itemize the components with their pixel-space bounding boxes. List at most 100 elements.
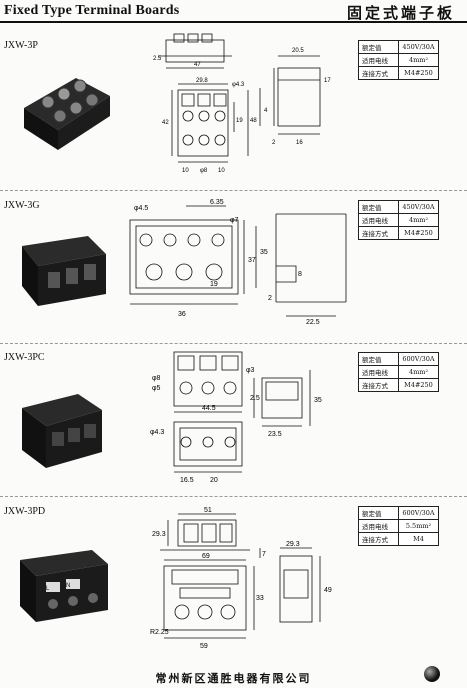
product-section-jxw-3pc: JXW-3PC φ8 φ5 φ3 44.5 2.5 35 φ — [0, 351, 467, 492]
spec-value: 5.5mm² — [398, 519, 439, 533]
dim-j: 20 — [210, 477, 218, 484]
dim-m: φ8 — [200, 168, 208, 174]
dim-f: 19 — [210, 281, 218, 288]
dim-b: 29.3 — [152, 531, 166, 538]
dim-a: φ8 — [152, 375, 161, 382]
dim-j: 2 — [272, 140, 276, 146]
dim-k: 16 — [296, 140, 303, 146]
model-label: JXW-3PC — [4, 352, 45, 363]
spec-key: 适用电线 — [358, 519, 399, 533]
product-photo — [22, 394, 102, 468]
section-divider — [0, 496, 467, 497]
dim-g: 19 — [236, 118, 243, 124]
dim-b: 47 — [194, 62, 201, 68]
spec-value: M4 — [398, 532, 439, 546]
dim-d: 44.5 — [202, 405, 216, 412]
page-title: Fixed Type Terminal Boards — [4, 3, 180, 18]
terminal-label-l: L — [46, 586, 50, 592]
product-section-jxw-3p: JXW-3P — [0, 33, 467, 190]
dim-c: φ3 — [246, 367, 255, 374]
model-label: JXW-3PD — [4, 506, 46, 517]
dim-f: 49 — [324, 587, 332, 594]
dim-l: 10 — [182, 168, 189, 174]
dim-b: φ5 — [152, 385, 161, 392]
dim-e: φ4.3 — [232, 82, 245, 88]
spec-key: 额定值 — [358, 200, 399, 214]
dim-e: 7 — [262, 551, 266, 558]
dim-a: 2.5 — [153, 56, 162, 62]
product-section-jxw-3pd: JXW-3PD L N — [0, 506, 467, 656]
product-photo — [24, 78, 110, 150]
spec-key: 适用电线 — [358, 53, 399, 67]
spec-value: M4#250 — [398, 378, 439, 392]
dim-a: 51 — [204, 507, 212, 514]
dim-h: 8 — [298, 271, 302, 278]
spec-value: M4#250 — [398, 66, 439, 80]
dim-d: 29.8 — [196, 78, 208, 84]
dim-n: 10 — [218, 168, 225, 174]
dim-h: R2.25 — [150, 629, 169, 636]
model-label: JXW-3P — [4, 40, 38, 51]
dim-d: 29.3 — [286, 541, 300, 548]
dim-e: 35 — [260, 249, 268, 256]
product-photo — [20, 550, 108, 622]
section-divider — [0, 190, 467, 191]
dim-f: 35 — [314, 397, 322, 404]
spec-value: 450V/30A — [398, 40, 439, 54]
spec-key: 适用电线 — [358, 365, 399, 379]
dim-h: 23.5 — [268, 431, 282, 438]
spec-key: 连接方式 — [358, 66, 399, 80]
spec-value: 600V/30A — [398, 506, 439, 520]
spec-value: 4mm² — [398, 53, 439, 67]
dim-g: 33 — [256, 595, 264, 602]
dim-g: φ4.3 — [150, 429, 164, 436]
terminal-label-n: N — [66, 583, 71, 589]
dimension-drawing: 2.5 47 20.5 29.8 φ4.3 42 19 48 4 2 16 10… — [153, 33, 331, 174]
dim-i: 4 — [264, 108, 268, 114]
dimension-drawing: φ8 φ5 φ3 44.5 2.5 35 φ4.3 23.5 16.5 20 — [150, 351, 322, 484]
page-title-cn: 固定式端子板 — [346, 4, 455, 22]
product-section-jxw-3g: JXW-3G φ4.5 6.35 φ7 37 35 1 — [0, 199, 467, 340]
dim-f: 42 — [162, 120, 169, 126]
dim-e: 2.5 — [250, 395, 260, 402]
dim-c: 20.5 — [292, 48, 304, 54]
dim-i: 59 — [200, 643, 208, 650]
spec-value: 600V/30A — [398, 352, 439, 366]
dim-h: 48 — [250, 118, 257, 124]
company-name: 常州新区通胜电器有限公司 — [155, 672, 312, 685]
spec-value: 4mm² — [398, 213, 439, 227]
dim-j: 22.5 — [306, 319, 320, 326]
spec-key: 连接方式 — [358, 378, 399, 392]
header-rule — [0, 21, 467, 23]
dim-i: 2 — [268, 295, 272, 302]
spec-key: 额定值 — [358, 40, 399, 54]
model-label: JXW-3G — [4, 200, 40, 211]
dim-c: φ7 — [230, 217, 239, 224]
spec-value: 450V/30A — [398, 200, 439, 214]
spec-value: M4#250 — [398, 226, 439, 240]
dim-b: 6.35 — [210, 199, 224, 206]
product-photo — [22, 236, 106, 306]
spec-key: 连接方式 — [358, 226, 399, 240]
dimension-drawing: 51 29.3 69 29.3 7 49 33 R2.25 59 — [150, 507, 332, 650]
dim-o: 17 — [324, 78, 331, 84]
dim-d: 37 — [248, 257, 256, 264]
dim-i: 16.5 — [180, 477, 194, 484]
page-marker-dot — [424, 666, 440, 682]
